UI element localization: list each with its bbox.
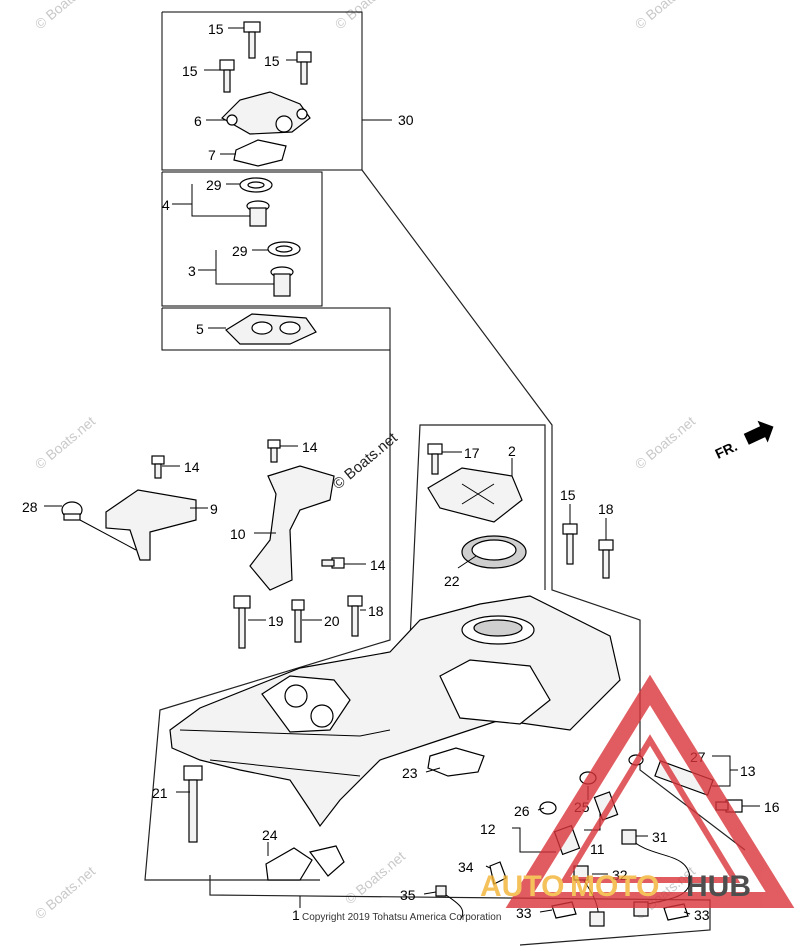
front-direction-indicator: FR. (713, 420, 774, 462)
callout-16: 16 (764, 799, 780, 815)
cylinder-head-1 (169, 595, 621, 828)
callout-22: 22 (444, 573, 460, 589)
callout-23: 23 (402, 765, 418, 781)
callout-33: 33 (516, 905, 532, 921)
callout-29: 29 (206, 177, 222, 193)
bolt-21 (183, 765, 203, 843)
callout-15: 15 (182, 63, 198, 79)
thermostat-3 (270, 266, 294, 297)
callout-labels: 15 15 15 6 7 30 29 4 29 3 5 14 14 14 28 … (22, 21, 780, 923)
callout-13: 13 (740, 763, 756, 779)
bolt-15c (296, 51, 312, 85)
bolt-15d (562, 523, 578, 565)
seal-22 (461, 535, 527, 569)
gasket-5 (225, 313, 317, 345)
cover-2 (427, 467, 523, 523)
callout-12: 12 (480, 821, 496, 837)
callout-35: 35 (400, 887, 416, 903)
callout-7: 7 (208, 147, 216, 163)
gasket-23 (427, 747, 485, 777)
thermostat-4 (246, 200, 270, 227)
thermostat-seal-29a (239, 177, 273, 193)
callout-14: 14 (184, 459, 200, 475)
arrow-right-icon (743, 420, 774, 445)
oring-26 (539, 801, 557, 815)
callout-6: 6 (194, 113, 202, 129)
watermark-center: © Boats.net (330, 429, 402, 493)
logo-text-hub: HUB (686, 870, 751, 903)
bracket-9 (105, 489, 197, 561)
bolt-14b (267, 439, 281, 463)
callout-2: 2 (508, 443, 516, 459)
callout-15: 15 (560, 487, 576, 503)
callout-34: 34 (458, 859, 474, 875)
watermark: © Boats.net (342, 848, 409, 907)
callout-10: 10 (230, 526, 246, 542)
callout-20: 20 (324, 613, 340, 629)
bolt-14a (151, 455, 165, 479)
bolt-18b (347, 595, 363, 637)
callout-11: 11 (590, 841, 605, 857)
bracket-10 (249, 465, 335, 591)
bolt-15b (219, 59, 235, 93)
autmotohub-logo: AUTO MOTO HUB (480, 674, 795, 908)
callout-26: 26 (514, 803, 530, 819)
thermostat-gasket (233, 139, 287, 167)
callout-1: 1 (292, 907, 300, 923)
bolt-19 (233, 595, 251, 649)
callout-17: 17 (464, 445, 480, 461)
bolt-18a (598, 539, 614, 579)
gasket-24 (265, 845, 345, 881)
thermostat-cover (221, 91, 311, 135)
callout-14: 14 (370, 557, 386, 573)
bolt-20 (291, 599, 305, 643)
watermark: © Boats.net (32, 0, 99, 32)
callout-19: 19 (268, 613, 284, 629)
bolt-14c (321, 557, 345, 569)
callout-15: 15 (264, 53, 280, 69)
watermark: © Boats.net (632, 0, 699, 32)
callout-21: 21 (152, 785, 168, 801)
callout-5: 5 (196, 321, 204, 337)
callout-31: 31 (652, 829, 668, 845)
cable-35 (435, 885, 463, 921)
callout-18: 18 (598, 501, 614, 517)
callout-14: 14 (302, 439, 318, 455)
thermostat-seal-29b (267, 241, 301, 257)
clamp-28 (61, 501, 83, 521)
leader-lines (44, 27, 760, 915)
bolt-17 (427, 443, 443, 475)
clip-34 (489, 861, 507, 885)
callout-29: 29 (232, 243, 248, 259)
watermark: © Boats.net (32, 863, 99, 922)
callout-4: 4 (162, 197, 170, 213)
callout-15: 15 (208, 21, 224, 37)
callout-30: 30 (398, 112, 414, 128)
callout-28: 28 (22, 499, 38, 515)
watermark: © Boats.net (632, 413, 699, 472)
logo-text-moto: MOTO (570, 870, 659, 903)
callout-18: 18 (368, 603, 384, 619)
direction-label: FR. (713, 438, 740, 462)
callout-3: 3 (188, 263, 196, 279)
logo-triangle-icon (505, 674, 795, 908)
callout-9: 9 (210, 501, 218, 517)
watermark: © Boats.net (332, 0, 399, 32)
copyright-notice: Copyright 2019 Tohatsu America Corporati… (302, 912, 501, 923)
bolt-15a (243, 21, 261, 59)
watermark: © Boats.net (32, 413, 99, 472)
logo-text-auto: AUTO (480, 870, 564, 903)
callout-24: 24 (262, 827, 278, 843)
callout-33: 33 (694, 907, 710, 923)
